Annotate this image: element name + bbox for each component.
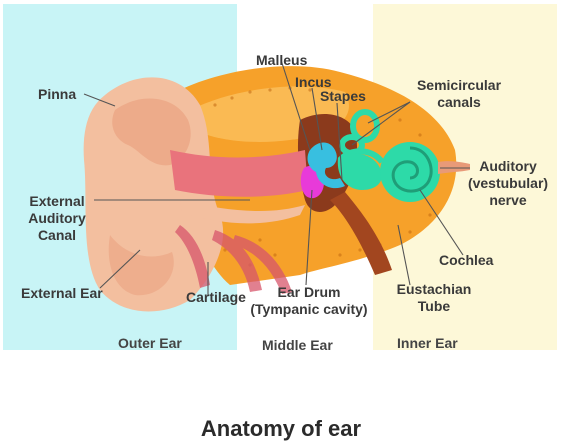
label-external-ear: External Ear [21,285,103,301]
diagram-caption: Anatomy of ear [200,416,362,441]
label-external-auditory-canal: External Auditory Canal [20,193,94,244]
label-line: Canal [37,227,77,243]
label-line: nerve [489,192,527,208]
label-auditory-nerve: Auditory (vestubular) nerve [460,158,556,209]
label-line: Auditory [479,158,537,174]
leader-lines [83,59,470,295]
label-line: Semicircular [416,77,502,93]
vestibule-shape [337,153,382,190]
label-incus: Incus [295,74,332,90]
label-line: Eustachian [396,281,472,297]
pinna-shadow [112,98,191,166]
eustachian-tube-shape [330,192,392,275]
cochlea-shape [380,142,440,202]
label-semicircular-canals: Semicircular canals [404,77,514,111]
label-line: External [29,193,85,209]
ossicles-shape [307,142,345,189]
label-malleus: Malleus [256,52,308,68]
label-cartilage: Cartilage [186,289,246,305]
ear-canal-floor [180,200,305,224]
label-ear-drum: Ear Drum (Tympanic cavity) [236,284,382,318]
region-inner-ear: Inner Ear [397,335,458,351]
label-stapes: Stapes [320,88,366,104]
lobe-shadow [108,235,174,296]
cartilage-shape [175,225,292,294]
label-line: canals [437,94,481,110]
label-line: (vestubular) [467,175,549,191]
label-pinna: Pinna [38,86,77,102]
ear-canal-shape [170,150,308,197]
label-line: Tube [417,298,451,314]
label-line: Auditory [28,210,86,226]
label-line: Ear Drum [277,284,341,300]
label-line: (Tympanic cavity) [250,301,368,317]
label-cochlea: Cochlea [439,252,494,268]
region-outer-ear: Outer Ear [118,335,182,351]
label-eustachian-tube: Eustachian Tube [382,281,486,315]
region-middle-ear: Middle Ear [262,337,333,353]
